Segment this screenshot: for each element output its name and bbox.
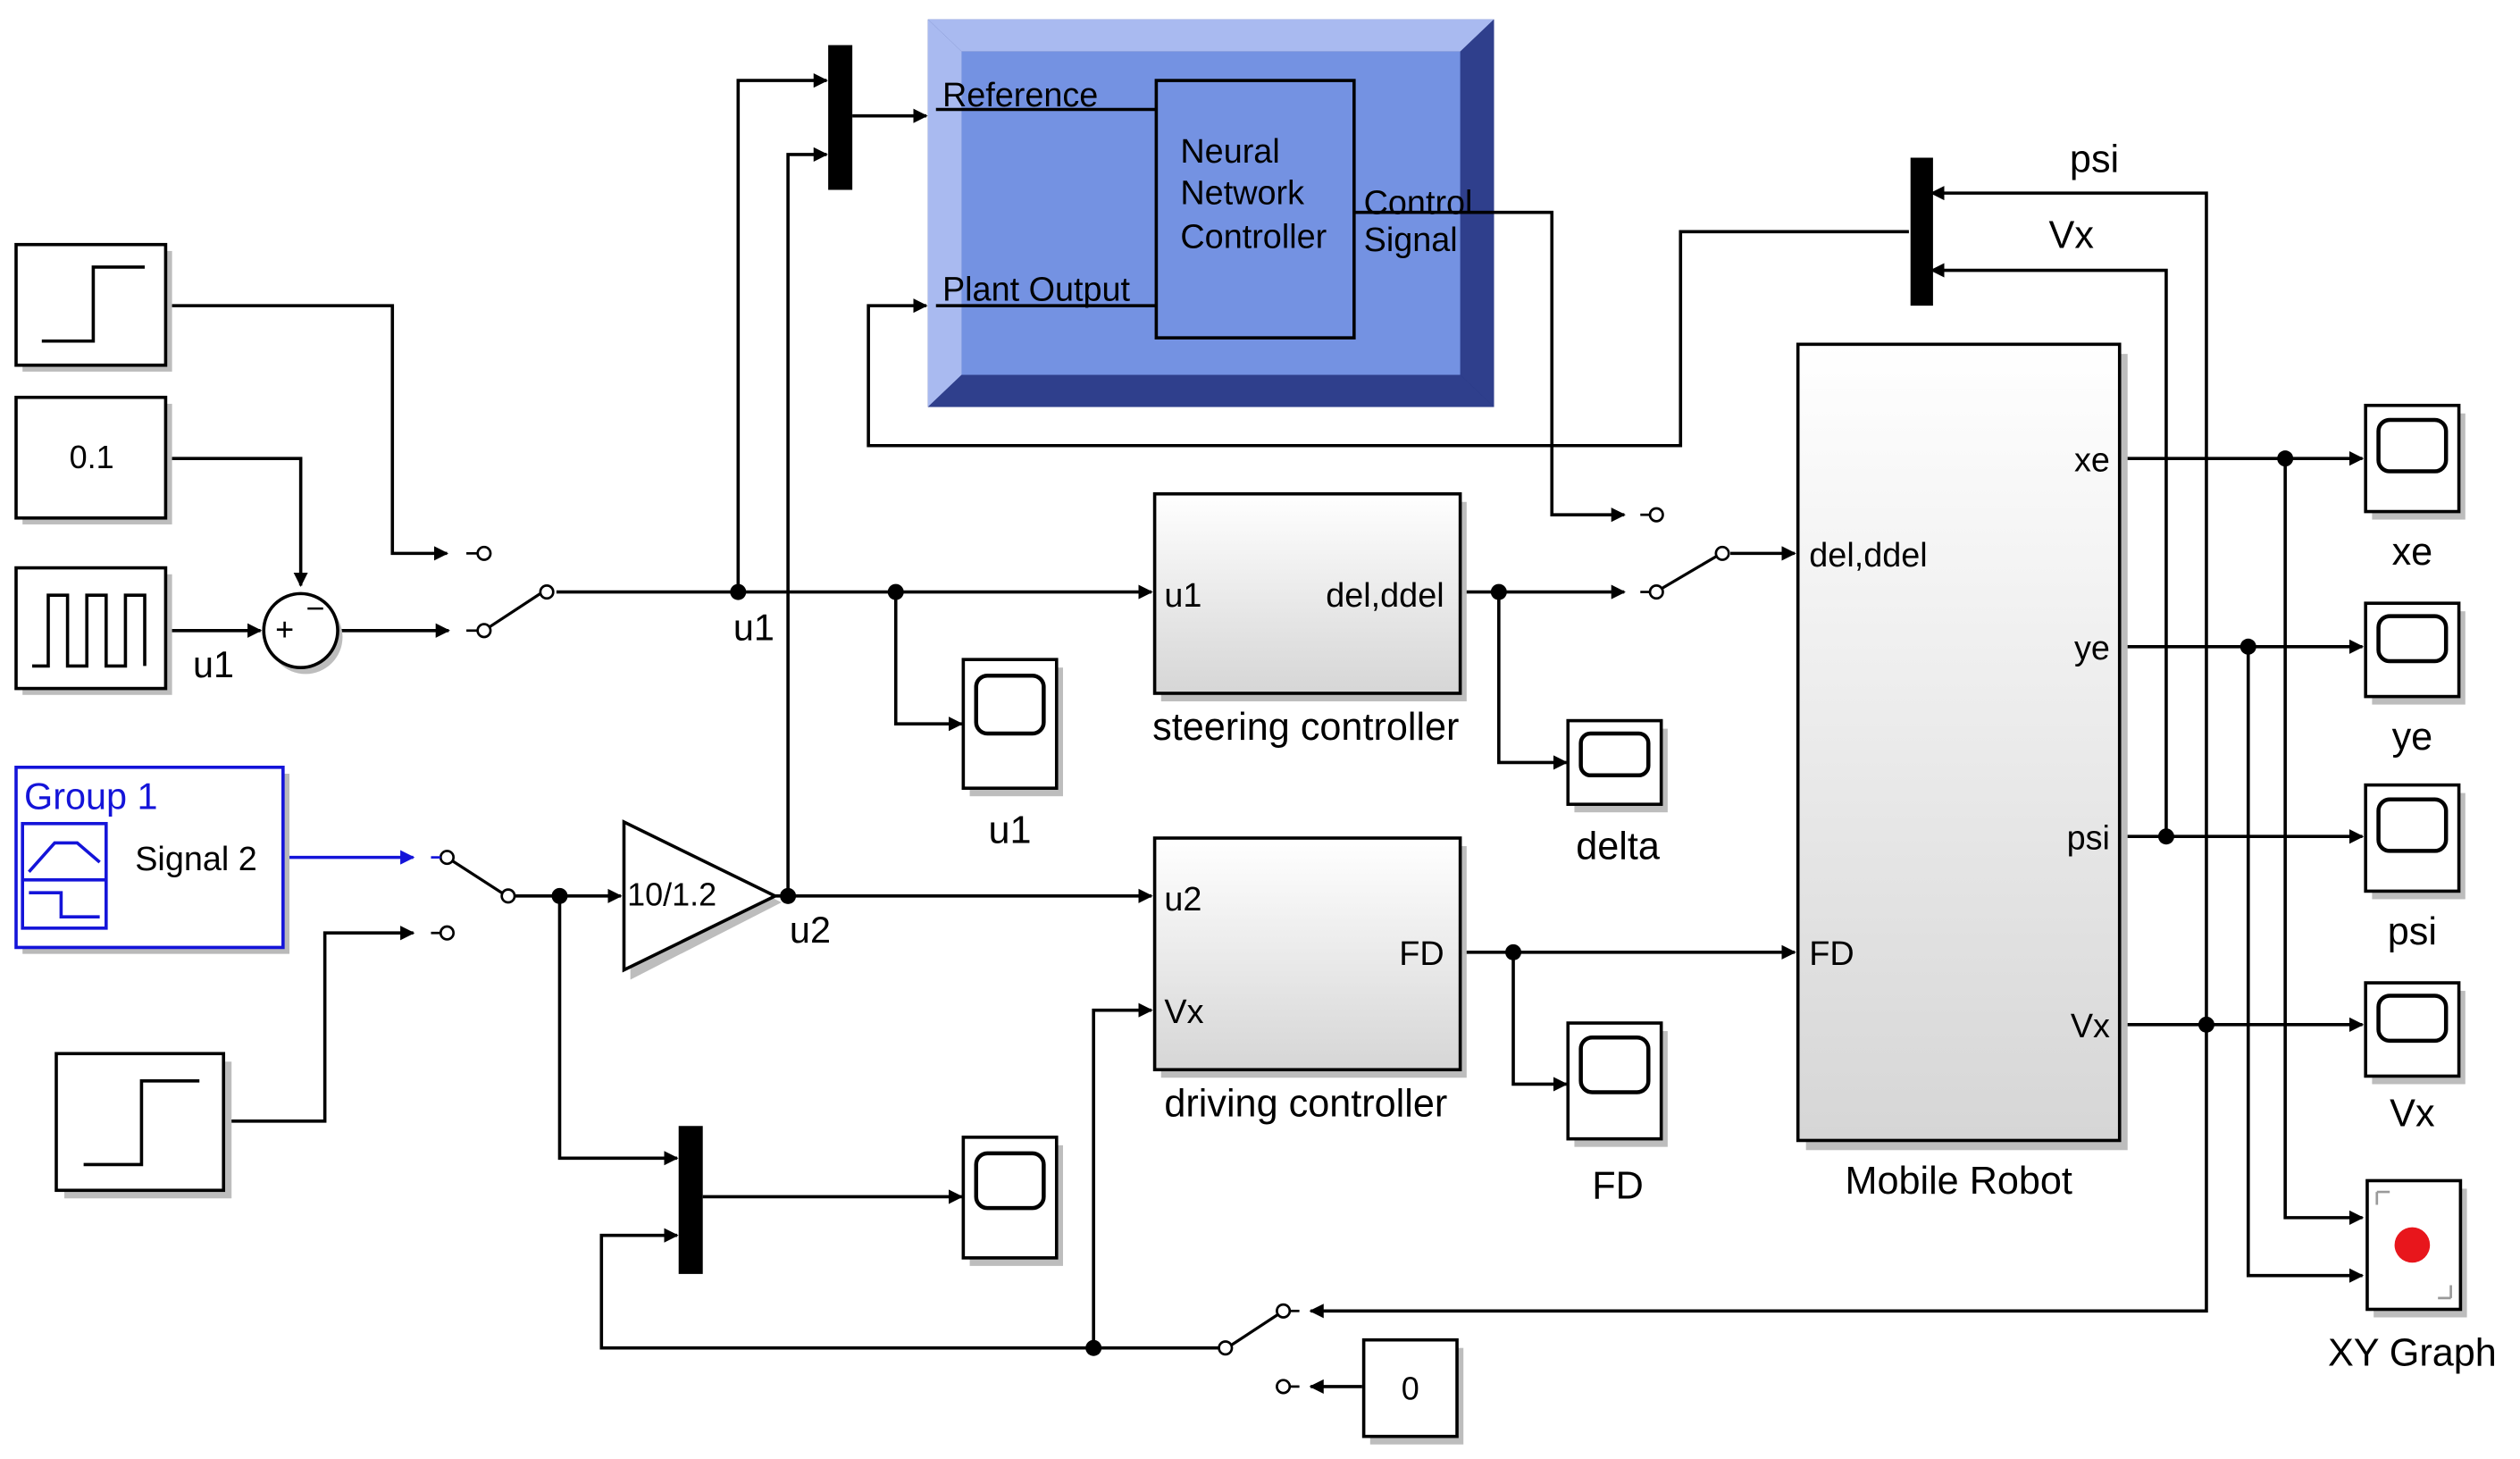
constant-zero-value: 0 — [1402, 1370, 1419, 1406]
robot-out-port-psi: psi — [2067, 820, 2110, 858]
pulse-generator-block[interactable] — [14, 566, 172, 695]
mux-lower[interactable] — [678, 1126, 703, 1274]
scope-u1[interactable]: u1 — [961, 658, 1063, 851]
wires — [170, 72, 2365, 1395]
signal-builder-block[interactable]: Group 1 Signal 2 — [14, 766, 290, 954]
scope-vx-label: Vx — [2390, 1092, 2435, 1135]
scope-psi-label: psi — [2388, 910, 2437, 953]
nn-port-control-1: Control — [1364, 185, 1473, 222]
steering-in-port: u1 — [1164, 577, 1201, 615]
steering-controller-name: steering controller — [1152, 706, 1459, 749]
signal-builder-signal: Signal 2 — [135, 841, 257, 878]
manual-switch-1[interactable] — [466, 545, 555, 639]
step-block-1[interactable] — [14, 242, 172, 372]
driving-controller-block[interactable]: u2 Vx FD driving controller — [1152, 836, 1467, 1125]
xy-graph-record-icon — [2394, 1227, 2431, 1263]
scope-psi[interactable]: psi — [2364, 783, 2466, 953]
robot-out-port-vx: Vx — [2071, 1008, 2110, 1045]
driving-in-port-u2: u2 — [1164, 881, 1201, 918]
nn-port-control-2: Signal — [1364, 222, 1458, 259]
xy-graph-label: XY Graph — [2328, 1332, 2497, 1375]
neural-network-controller-block[interactable]: Reference Plant Output Neural Network Co… — [927, 19, 1494, 407]
steering-out-port: del,ddel — [1326, 577, 1444, 615]
sum-block[interactable]: + − — [262, 590, 343, 675]
sum-plus-sign: + — [275, 611, 294, 648]
mux-plant-output[interactable] — [1910, 157, 1933, 306]
sum-minus-sign: − — [306, 590, 324, 626]
scope-fd[interactable]: FD — [1566, 1021, 1668, 1207]
scope-delta-label: delta — [1576, 825, 1661, 868]
junction-dots — [551, 450, 2294, 1356]
steering-controller-block[interactable]: u1 del,ddel steering controller — [1152, 491, 1467, 749]
driving-in-port-vx: Vx — [1164, 994, 1203, 1031]
nn-title-line-1: Neural — [1180, 133, 1279, 171]
scope-xe[interactable]: xe — [2364, 403, 2466, 574]
scope-fd-label: FD — [1592, 1164, 1644, 1207]
scope-delta[interactable]: delta — [1566, 718, 1668, 868]
nn-title-line-3: Controller — [1180, 218, 1327, 256]
manual-switch-robot[interactable] — [1640, 507, 1730, 600]
nn-port-plant-output: Plant Output — [942, 272, 1131, 309]
mux-reference[interactable] — [828, 45, 853, 190]
constant-block-0-1[interactable]: 0.1 — [14, 395, 172, 524]
signal-label-vx: Vx — [2049, 214, 2095, 256]
nn-title-line-2: Network — [1180, 175, 1304, 213]
constant-value: 0.1 — [70, 439, 114, 475]
driving-out-port: FD — [1399, 935, 1444, 973]
scope-u1-label: u1 — [989, 809, 1032, 851]
robot-in-port-fd: FD — [1809, 935, 1854, 973]
mobile-robot-block[interactable]: del,ddel FD xe ye psi Vx Mobile Robot — [1796, 342, 2128, 1203]
robot-out-port-ye: ye — [2074, 630, 2110, 667]
gain-value: 10/1.2 — [627, 876, 716, 913]
xy-graph-block[interactable]: XY Graph — [2328, 1178, 2497, 1375]
signal-label-u2: u2 — [790, 910, 831, 951]
manual-switch-vx[interactable] — [1218, 1303, 1300, 1395]
signal-builder-icon — [21, 822, 108, 930]
nn-port-reference: Reference — [942, 77, 1098, 114]
scope-ye[interactable]: ye — [2364, 601, 2466, 759]
signal-label-u1: u1 — [733, 608, 774, 649]
constant-block-0[interactable]: 0 — [1361, 1337, 1464, 1445]
scope-xe-label: xe — [2392, 531, 2433, 574]
robot-out-port-xe: xe — [2074, 442, 2110, 480]
mobile-robot-name: Mobile Robot — [1845, 1160, 2072, 1203]
scope-ye-label: ye — [2392, 716, 2433, 759]
robot-in-port-del: del,ddel — [1809, 537, 1927, 574]
gain-block[interactable]: 10/1.2 — [622, 819, 782, 980]
scope-lower[interactable] — [961, 1136, 1063, 1266]
step-block-2[interactable] — [54, 1052, 232, 1199]
driving-controller-name: driving controller — [1164, 1082, 1447, 1125]
signal-label-psi: psi — [2070, 138, 2119, 181]
signal-label-u1-pulse: u1 — [193, 644, 234, 685]
manual-switch-2[interactable] — [431, 850, 516, 941]
signal-builder-group: Group 1 — [24, 776, 158, 818]
scope-vx[interactable]: Vx — [2364, 981, 2466, 1135]
